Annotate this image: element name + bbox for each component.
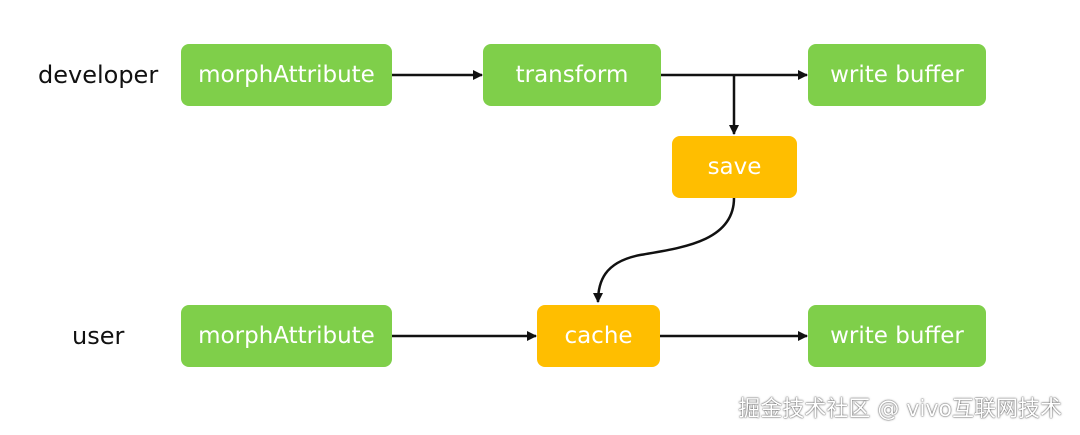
cache-node: cache xyxy=(537,305,660,367)
transform-node: transform xyxy=(483,44,661,106)
developer-label: developer xyxy=(38,61,159,89)
transform-text: transform xyxy=(515,62,629,88)
user-label: user xyxy=(72,322,125,350)
developer-morphattribute-node: morphAttribute xyxy=(181,44,392,106)
user-write-buffer-text: write buffer xyxy=(830,323,964,349)
user-morphattribute-text: morphAttribute xyxy=(198,323,375,349)
cache-text: cache xyxy=(564,323,633,349)
developer-write-buffer-node: write buffer xyxy=(808,44,986,106)
developer-morphattribute-text: morphAttribute xyxy=(198,62,375,88)
arrow-save-to-cache xyxy=(593,197,736,303)
user-write-buffer-node: write buffer xyxy=(808,305,986,367)
save-text: save xyxy=(707,154,762,180)
watermark: 掘金技术社区 @ vivo互联网技术 xyxy=(738,397,1062,422)
developer-write-buffer-text: write buffer xyxy=(830,62,964,88)
save-node: save xyxy=(672,136,797,198)
user-morphattribute-node: morphAttribute xyxy=(181,305,392,367)
